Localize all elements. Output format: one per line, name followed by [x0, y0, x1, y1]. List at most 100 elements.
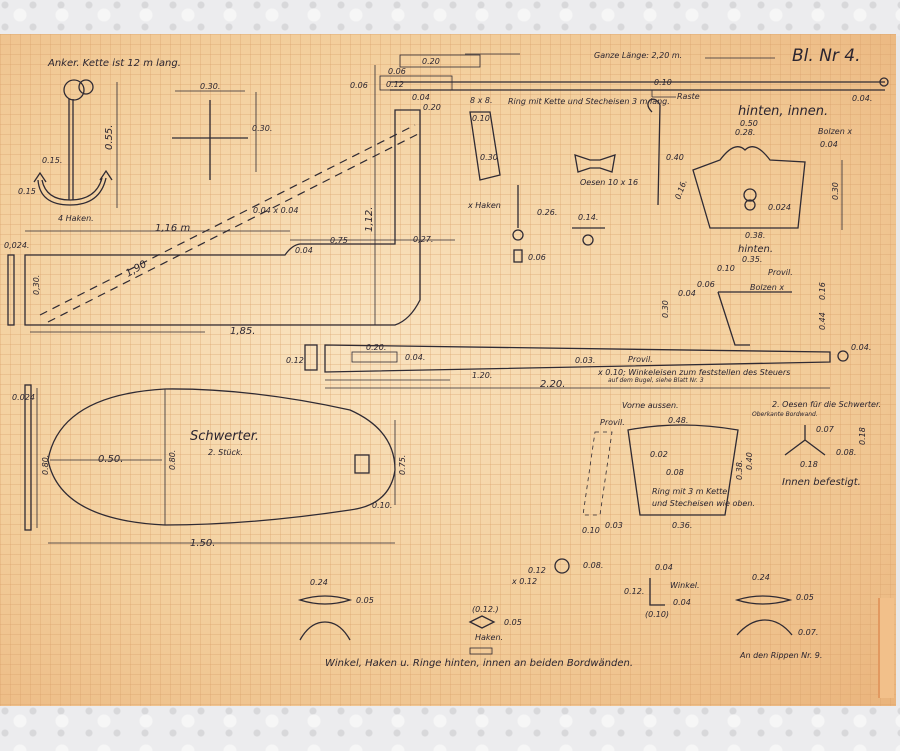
front-note2: und Stecheisen wie oben.: [652, 499, 755, 508]
rear-inner-w050: 0.50: [740, 119, 758, 128]
small-fittings: 0.12 x 0.12 0.08. 0.24 0.05 (0.12.) 0.05…: [297, 558, 822, 669]
mast-d010: 0.10: [472, 114, 490, 123]
total-length-label: Ganze Länge: 2,20 m.: [594, 51, 682, 60]
oesen-label: Oesen 10 x 16: [580, 178, 638, 187]
hull-beam: 0.04 x 0.04: [253, 206, 298, 215]
rear-d044: 0.44: [818, 312, 827, 330]
archive-stamp: [878, 598, 894, 698]
rudder-d003: 0.03.: [575, 356, 595, 365]
anchor-arm: 0.15.: [42, 156, 62, 165]
rudder-d004b: 0.04.: [851, 343, 871, 352]
rudder-d012: 0.12.: [286, 356, 306, 365]
rib-label: An den Rippen Nr. 9.: [739, 651, 822, 660]
front-w048: 0.48.: [668, 416, 688, 425]
top-d006: 0.06: [388, 67, 406, 76]
winkel-a: 0.04: [655, 563, 673, 572]
centerboard-count: 2. Stück.: [208, 448, 243, 457]
eyes-inner: Innen befestigt.: [782, 477, 861, 488]
rudder-note1: x 0.10; Winkeleisen zum feststellen des …: [597, 368, 790, 377]
rear-w035: 0.35.: [742, 255, 762, 264]
ornamental-border-top: [0, 0, 900, 36]
sheet-number: Bl. Nr 4.: [792, 46, 861, 66]
rudder-drawing: 0.12. 0.20. 0.04. 0.03. Provil. 1.20. 2.…: [286, 343, 871, 390]
end-d004: 0.04.: [852, 94, 872, 103]
rib-width: 0.24: [752, 573, 770, 582]
rear-inner-w038: 0.38.: [745, 231, 765, 240]
top-d004: 0.04: [412, 93, 430, 102]
centerboard-d010: 0.10.: [372, 501, 392, 510]
centerboard-side: 0.80.: [41, 455, 50, 475]
centerboard-len150: 1.50.: [190, 538, 215, 549]
hook-width: (0.12.): [472, 605, 499, 614]
hull-height-030: 0,30.: [32, 275, 41, 295]
mast-d006: 0.06: [528, 253, 546, 262]
top-d020b: 0.20: [423, 103, 441, 112]
mast-fittings: 8 x 8. Ring mit Kette und Stecheisen 3 m…: [467, 77, 889, 263]
rudder-provil: Provil.: [628, 355, 653, 364]
hull-height-112: 1,12.: [364, 207, 375, 232]
cross-height: 0.30.: [252, 124, 272, 133]
rib-height2: 0.07.: [798, 628, 818, 637]
front-d008: 0.08: [666, 468, 684, 477]
mast-haken: x Haken: [467, 201, 501, 210]
hook-label: Haken.: [475, 633, 503, 642]
ring-a: 0.12: [528, 566, 546, 575]
pin-d040: 0.40: [666, 153, 684, 162]
eyes-d007: 0.07: [816, 425, 835, 434]
top-d020: 0.20: [422, 57, 440, 66]
eyes-d008: 0.08.: [836, 448, 856, 457]
rear-inner-drawing: hinten, innen. 0.50 0.28. Bolzen x 0.04 …: [673, 104, 852, 240]
mast-d026: 0.26.: [537, 208, 557, 217]
cleat-height: 0.05: [356, 596, 374, 605]
hull-length-185: 1,85.: [230, 326, 255, 337]
rear-h030: 0.30: [661, 300, 670, 318]
hull-side-drawing: 1,16 m 1,90 1,85. 0,30. 1,12. 0,75 0,27.…: [4, 54, 885, 337]
rear-inner-bolzen: Bolzen x: [818, 127, 852, 136]
front-note1: Ring mit 3 m Kette: [652, 487, 727, 496]
mast-d030: 0.30: [480, 153, 498, 162]
rear-inner-d0024: 0.024: [768, 203, 791, 212]
winkel-b: 0.04: [673, 598, 691, 607]
graph-paper-sheet: [0, 34, 896, 707]
oesen-d014: 0.14.: [578, 213, 598, 222]
rear-d004: 0.04: [678, 289, 696, 298]
footer-note: Winkel, Haken u. Ringe hinten, innen an …: [325, 658, 633, 669]
top-d006b: 0.06: [350, 81, 368, 90]
rudder-len220: 2.20.: [540, 379, 565, 390]
ornamental-border-bottom: [0, 706, 900, 751]
cross-width: 0.30.: [200, 82, 220, 91]
rear-drawing: hinten. 0.35. 0.10 Provil. Bolzen x 0.06…: [661, 244, 827, 346]
eyes-d018: 0.18: [858, 427, 867, 445]
rear-inner-d004: 0.04: [820, 140, 838, 149]
centerboard-w050: 0.50.: [98, 454, 123, 465]
front-title: Vorne aussen.: [622, 401, 679, 410]
front-d003: 0.03: [605, 521, 623, 530]
rudder-d004: 0.04.: [405, 353, 425, 362]
rib-height: 0.05: [796, 593, 814, 602]
ring-c: 0.08.: [583, 561, 603, 570]
hull-d075: 0,75: [330, 236, 348, 245]
anchor-hooks: 4 Haken.: [58, 214, 94, 223]
winkel-label: Winkel.: [670, 581, 700, 590]
front-w036: 0.36.: [672, 521, 692, 530]
eyes-title: 2. Oesen für die Schwerter.: [772, 400, 881, 409]
raste-d010: 0.10: [654, 78, 672, 87]
centerboard-h075: 0.75.: [398, 455, 407, 475]
anchor-title: Anker. Kette ist 12 m lang.: [47, 58, 181, 69]
hull-length-116: 1,16 m: [155, 223, 190, 234]
rear-inner-d016: 0.16.: [673, 178, 688, 200]
centerboard-title: Schwerter.: [190, 429, 259, 444]
rear-bolzen: Bolzen x: [750, 283, 784, 292]
centerboard-eyes-drawing: 2. Oesen für die Schwerter. Oberkante Bo…: [752, 400, 881, 488]
rear-d010: 0.10: [717, 264, 735, 273]
anchor-fluke: 0.15: [18, 187, 36, 196]
centerboard-drawing: 0.024 0.80. Schwerter. 2. Stück. 0.50. 0…: [12, 384, 407, 549]
eyes-edge: Oberkante Bordwand.: [752, 411, 818, 418]
top-d012: 0.12: [386, 80, 404, 89]
cleat-width: 0.24: [310, 578, 328, 587]
centerboard-h080: 0.80.: [168, 450, 177, 470]
front-d010: 0.10: [582, 526, 600, 535]
mast-ring-note: Ring mit Kette und Stecheisen 3 m lang.: [508, 97, 670, 106]
front-h038: 0.38.: [735, 460, 744, 480]
